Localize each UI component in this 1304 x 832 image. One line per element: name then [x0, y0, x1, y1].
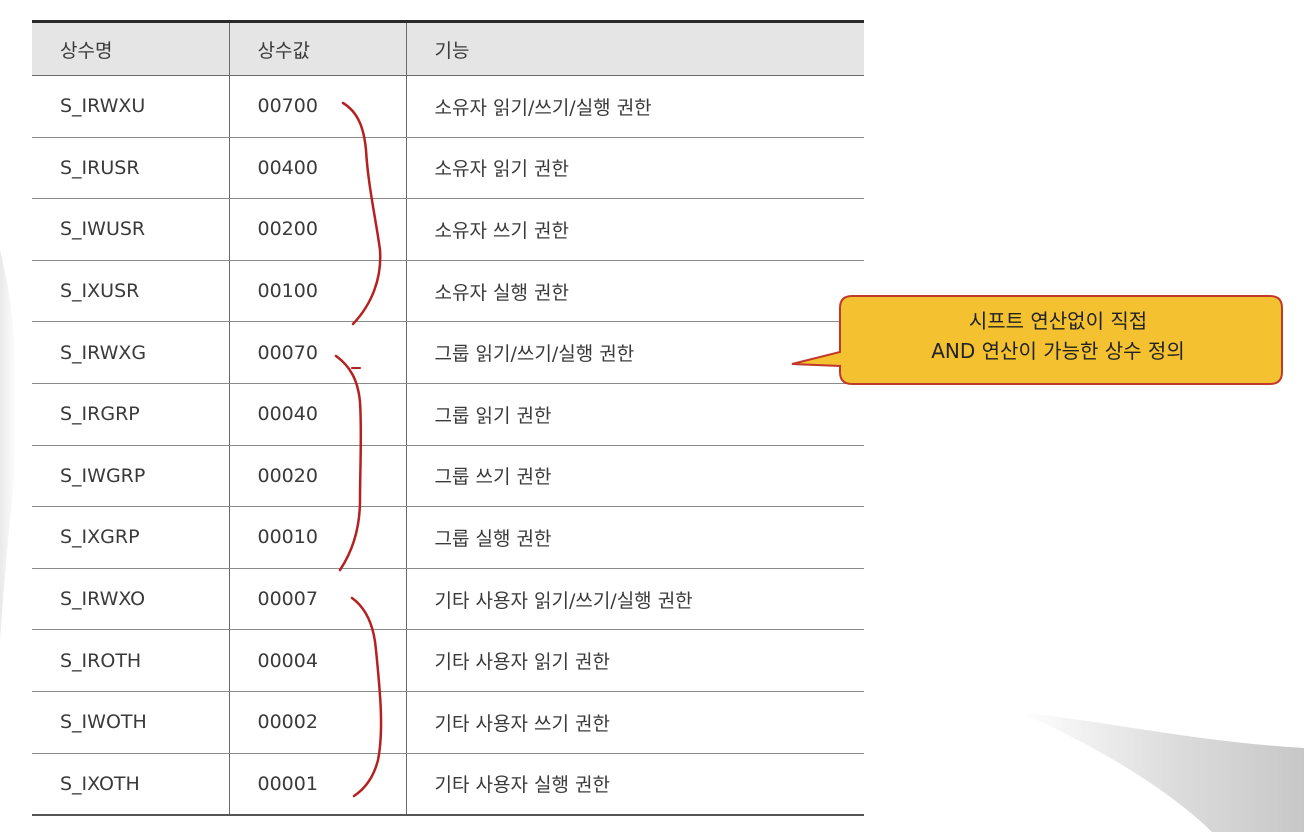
cell-constant-name: S_IROTH [32, 629, 229, 692]
cell-constant-value: 00400 [228, 137, 406, 200]
cell-constant-name: S_IRWXG [32, 321, 229, 384]
swoosh-left [0, 250, 17, 640]
cell-constant-value: 00007 [228, 568, 406, 631]
cell-constant-value: 00001 [228, 753, 406, 816]
cell-function: 기타 사용자 쓰기 권한 [405, 691, 864, 754]
table-row: S_IROTH 00004 기타 사용자 읽기 권한 [32, 629, 864, 692]
cell-constant-value: 00070 [228, 321, 406, 384]
cell-constant-name: S_IWUSR [32, 198, 229, 261]
table-row: S_IRWXU 00700 소유자 읽기/쓰기/실행 권한 [32, 75, 864, 138]
cell-function: 그룹 읽기 권한 [405, 383, 864, 446]
callout-line-2: AND 연산이 가능한 상수 정의 [931, 339, 1185, 363]
cell-constant-value: 00200 [228, 198, 406, 261]
cell-function: 소유자 읽기/쓰기/실행 권한 [405, 75, 864, 138]
cell-constant-name: S_IXUSR [32, 260, 229, 323]
cell-constant-name: S_IXGRP [32, 506, 229, 569]
cell-constant-name: S_IXOTH [32, 753, 229, 816]
cell-function: 기타 사용자 읽기/쓰기/실행 권한 [405, 568, 864, 631]
cell-function: 그룹 읽기/쓰기/실행 권한 [405, 321, 864, 384]
cell-function: 기타 사용자 읽기 권한 [405, 629, 864, 692]
table-row: S_IWUSR 00200 소유자 쓰기 권한 [32, 198, 864, 261]
cell-constant-value: 00700 [228, 75, 406, 138]
header-constant-name: 상수명 [32, 20, 229, 76]
cell-constant-value: 00020 [228, 445, 406, 508]
permission-constants-table: 상수명 상수값 기능 S_IRWXU 00700 소유자 읽기/쓰기/실행 권한… [32, 20, 864, 816]
cell-constant-name: S_IRWXU [32, 75, 229, 138]
table-header-row: 상수명 상수값 기능 [32, 20, 864, 76]
table-row: S_IXUSR 00100 소유자 실행 권한 [32, 260, 864, 323]
cell-constant-value: 00040 [228, 383, 406, 446]
cell-constant-value: 00010 [228, 506, 406, 569]
cell-constant-value: 00100 [228, 260, 406, 323]
cell-function: 소유자 쓰기 권한 [405, 198, 864, 261]
cell-constant-name: S_IRWXO [32, 568, 229, 631]
table-row: S_IRUSR 00400 소유자 읽기 권한 [32, 137, 864, 200]
swoosh-right [1018, 712, 1304, 832]
cell-function: 소유자 읽기 권한 [405, 137, 864, 200]
cell-constant-name: S_IRGRP [32, 383, 229, 446]
cell-function: 기타 사용자 실행 권한 [405, 753, 864, 816]
callout-text: 시프트 연산없이 직접 AND 연산이 가능한 상수 정의 [852, 306, 1264, 366]
table-row: S_IRGRP 00040 그룹 읽기 권한 [32, 383, 864, 446]
table-row: S_IXOTH 00001 기타 사용자 실행 권한 [32, 753, 864, 816]
table-row: S_IRWXO 00007 기타 사용자 읽기/쓰기/실행 권한 [32, 568, 864, 631]
header-function: 기능 [405, 20, 864, 76]
table-row: S_IWOTH 00002 기타 사용자 쓰기 권한 [32, 691, 864, 754]
header-constant-value: 상수값 [228, 20, 406, 76]
cell-function: 그룹 실행 권한 [405, 506, 864, 569]
cell-constant-name: S_IRUSR [32, 137, 229, 200]
cell-constant-value: 00002 [228, 691, 406, 754]
callout-line-1: 시프트 연산없이 직접 [968, 309, 1148, 333]
table-row: S_IWGRP 00020 그룹 쓰기 권한 [32, 445, 864, 508]
table-row: S_IXGRP 00010 그룹 실행 권한 [32, 506, 864, 569]
cell-function: 그룹 쓰기 권한 [405, 445, 864, 508]
cell-constant-name: S_IWOTH [32, 691, 229, 754]
cell-constant-value: 00004 [228, 629, 406, 692]
cell-constant-name: S_IWGRP [32, 445, 229, 508]
table-row: S_IRWXG 00070 그룹 읽기/쓰기/실행 권한 [32, 321, 864, 384]
cell-function: 소유자 실행 권한 [405, 260, 864, 323]
